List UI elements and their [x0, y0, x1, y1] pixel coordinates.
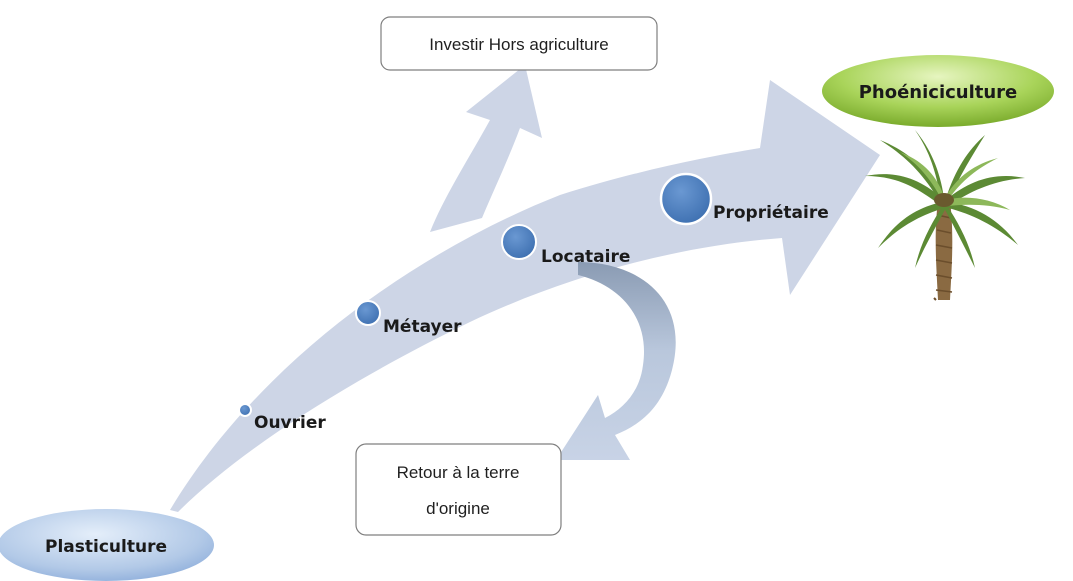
invest-branch-arrow: [430, 65, 542, 232]
stage-dot: [238, 403, 252, 417]
stage-dot: [501, 224, 537, 260]
stage-dot: [659, 172, 713, 226]
return-box: [355, 443, 562, 536]
return-label-line1: Retour à la terre: [397, 463, 520, 482]
stage-ouvrier: Ouvrier: [238, 403, 326, 433]
stage-label: Locataire: [541, 247, 630, 267]
start-label: Plasticulture: [45, 537, 167, 557]
end-label: Phoéniciculture: [859, 82, 1018, 103]
stage-locataire: Locataire: [501, 224, 630, 267]
start-node-plasticulture: Plasticulture: [0, 509, 214, 581]
return-origin-node: Retour à la terre d'origine: [355, 443, 562, 536]
return-branch-arrow: [556, 262, 676, 460]
start-oval: [0, 509, 214, 581]
stage-metayer: Métayer: [355, 300, 462, 337]
end-oval: [822, 55, 1054, 127]
return-label-line2: d'origine: [426, 499, 490, 518]
invest-box: [380, 16, 658, 71]
stage-label: Propriétaire: [713, 203, 829, 223]
stage-label: Ouvrier: [254, 413, 326, 433]
stage-proprietaire: Propriétaire: [659, 172, 829, 226]
stage-dot: [355, 300, 381, 326]
stage-label: Métayer: [383, 317, 462, 337]
palm-tree-icon: [865, 130, 1025, 300]
invest-label: Investir Hors agriculture: [429, 35, 609, 54]
end-node-phoeniciculture: Phoéniciculture: [822, 55, 1054, 127]
invest-outside-node: Investir Hors agriculture: [380, 16, 658, 71]
